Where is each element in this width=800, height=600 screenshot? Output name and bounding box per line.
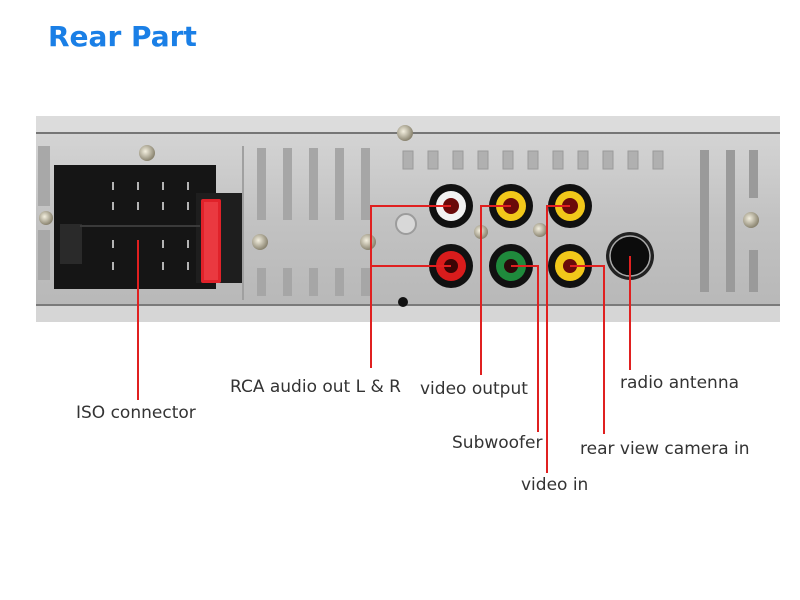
leader-video-in — [546, 205, 570, 473]
diagram-title: Rear Part — [48, 20, 197, 53]
leader-video-output — [480, 205, 511, 375]
screws — [39, 125, 759, 250]
vents-left — [257, 148, 370, 296]
vents-right — [700, 150, 758, 292]
vents-top — [402, 150, 664, 170]
label-radio-antenna: radio antenna — [620, 373, 740, 393]
label-video-output: video output — [420, 379, 528, 399]
leader-lines — [137, 205, 631, 473]
label-rca-audio-out: RCA audio out L & R — [230, 377, 401, 397]
leader-subwoofer — [511, 265, 539, 432]
label-subwoofer: Subwoofer — [452, 433, 543, 453]
leader-rca-audio — [370, 205, 451, 368]
label-video-in: video in — [521, 475, 589, 495]
top-lip — [36, 116, 780, 134]
label-iso-connector: ISO connector — [76, 403, 196, 423]
label-rear-view-camera-in: rear view camera in — [580, 439, 750, 459]
leader-rear-camera — [570, 265, 605, 434]
bottom-lip — [36, 306, 780, 322]
